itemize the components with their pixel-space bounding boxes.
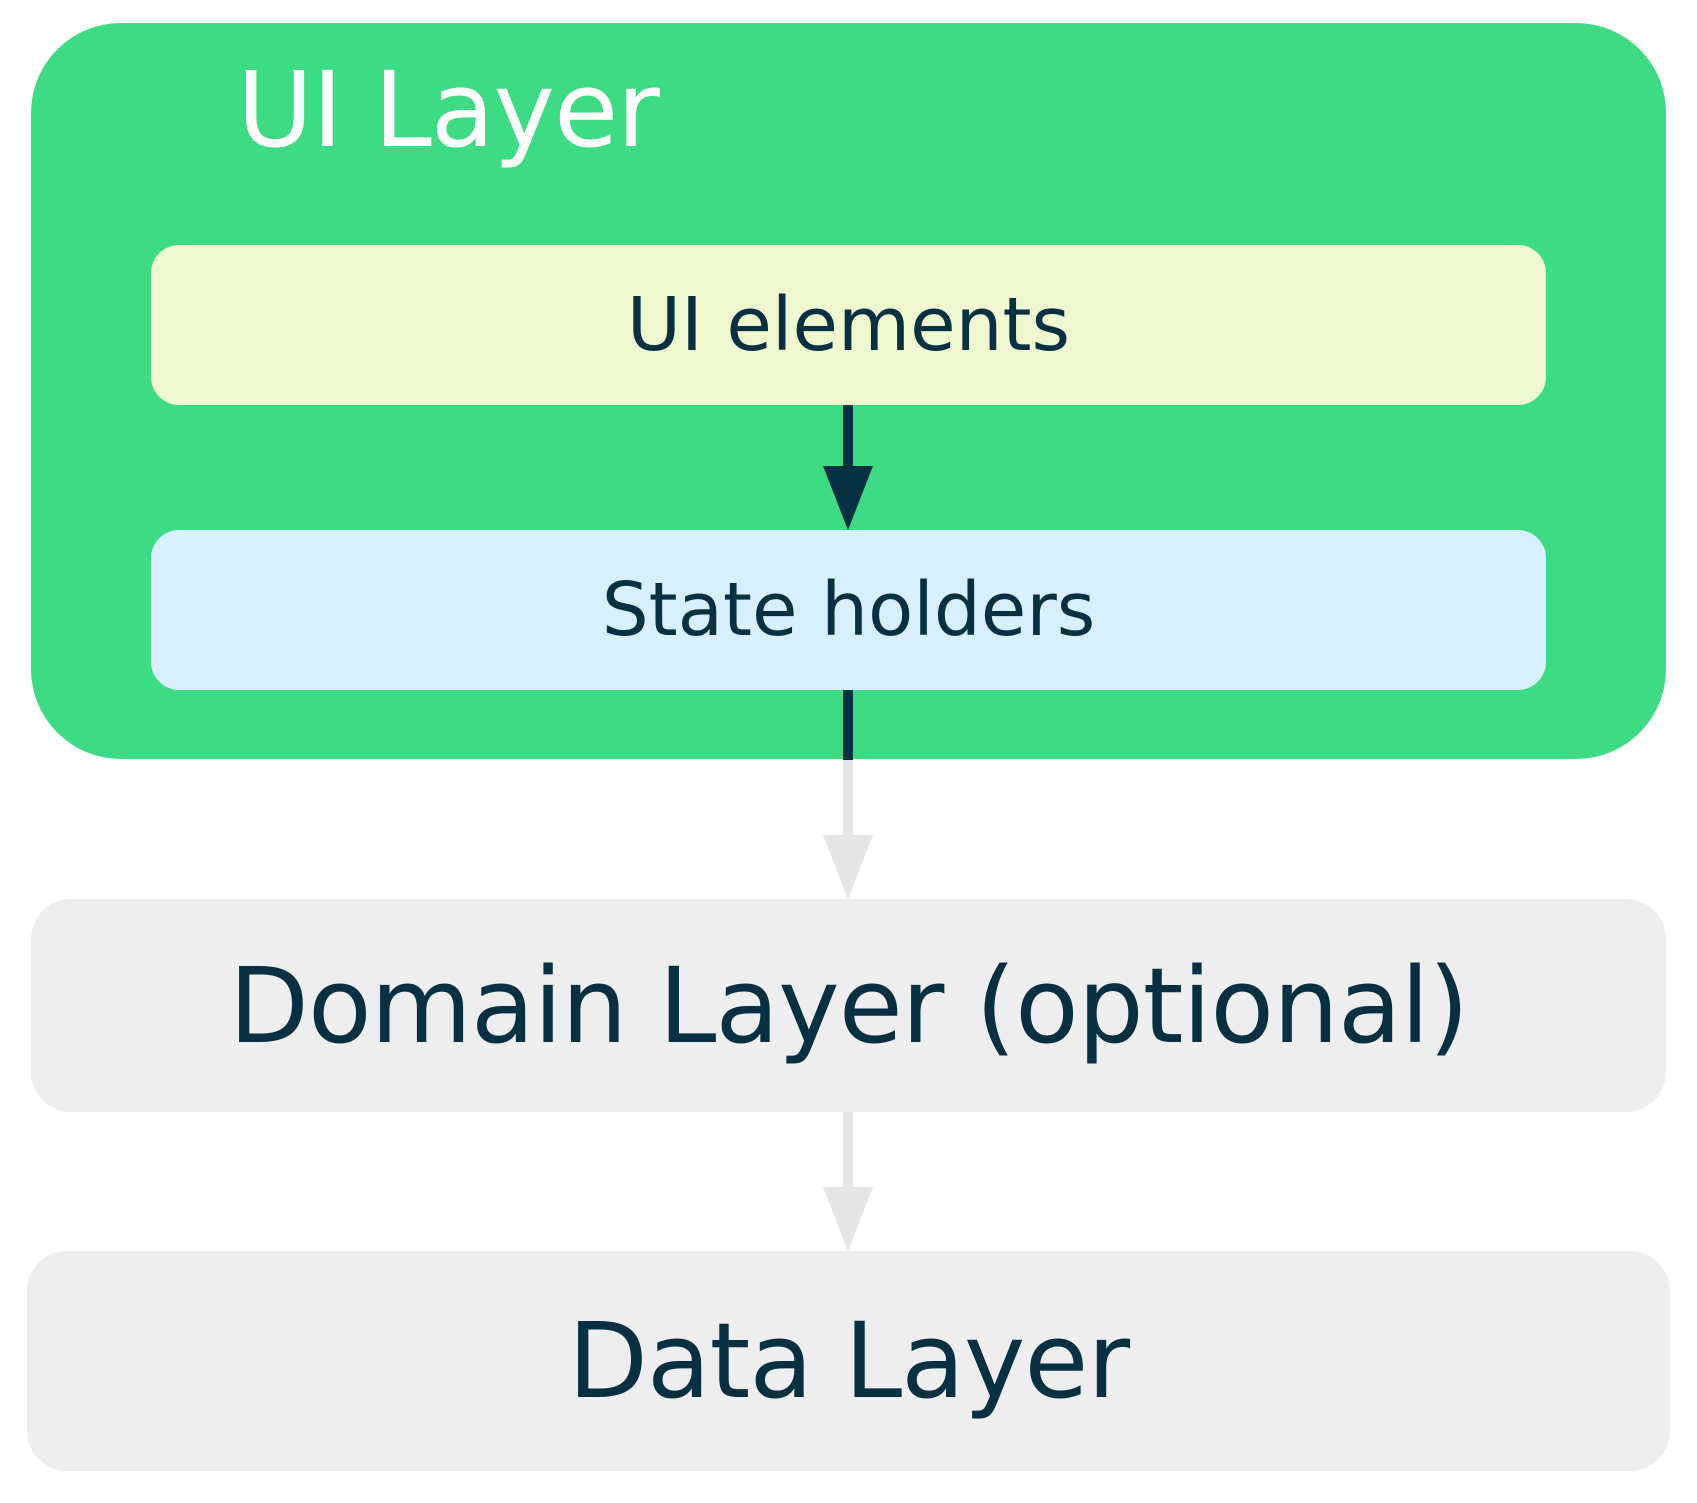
ui-layer-title: UI Layer: [237, 49, 660, 171]
state-holders-box: State holders: [151, 530, 1546, 690]
state-holders-label: State holders: [601, 567, 1096, 653]
data-layer-label: Data Layer: [567, 1300, 1130, 1422]
ui-elements-label: UI elements: [626, 282, 1071, 368]
domain-layer-label: Domain Layer (optional): [228, 944, 1469, 1067]
ui-elements-box: UI elements: [151, 245, 1546, 405]
domain-layer-box: Domain Layer (optional): [31, 899, 1666, 1112]
data-layer-box: Data Layer: [27, 1251, 1670, 1471]
domain-layer-to-data-layer-arrow: [823, 1112, 873, 1251]
